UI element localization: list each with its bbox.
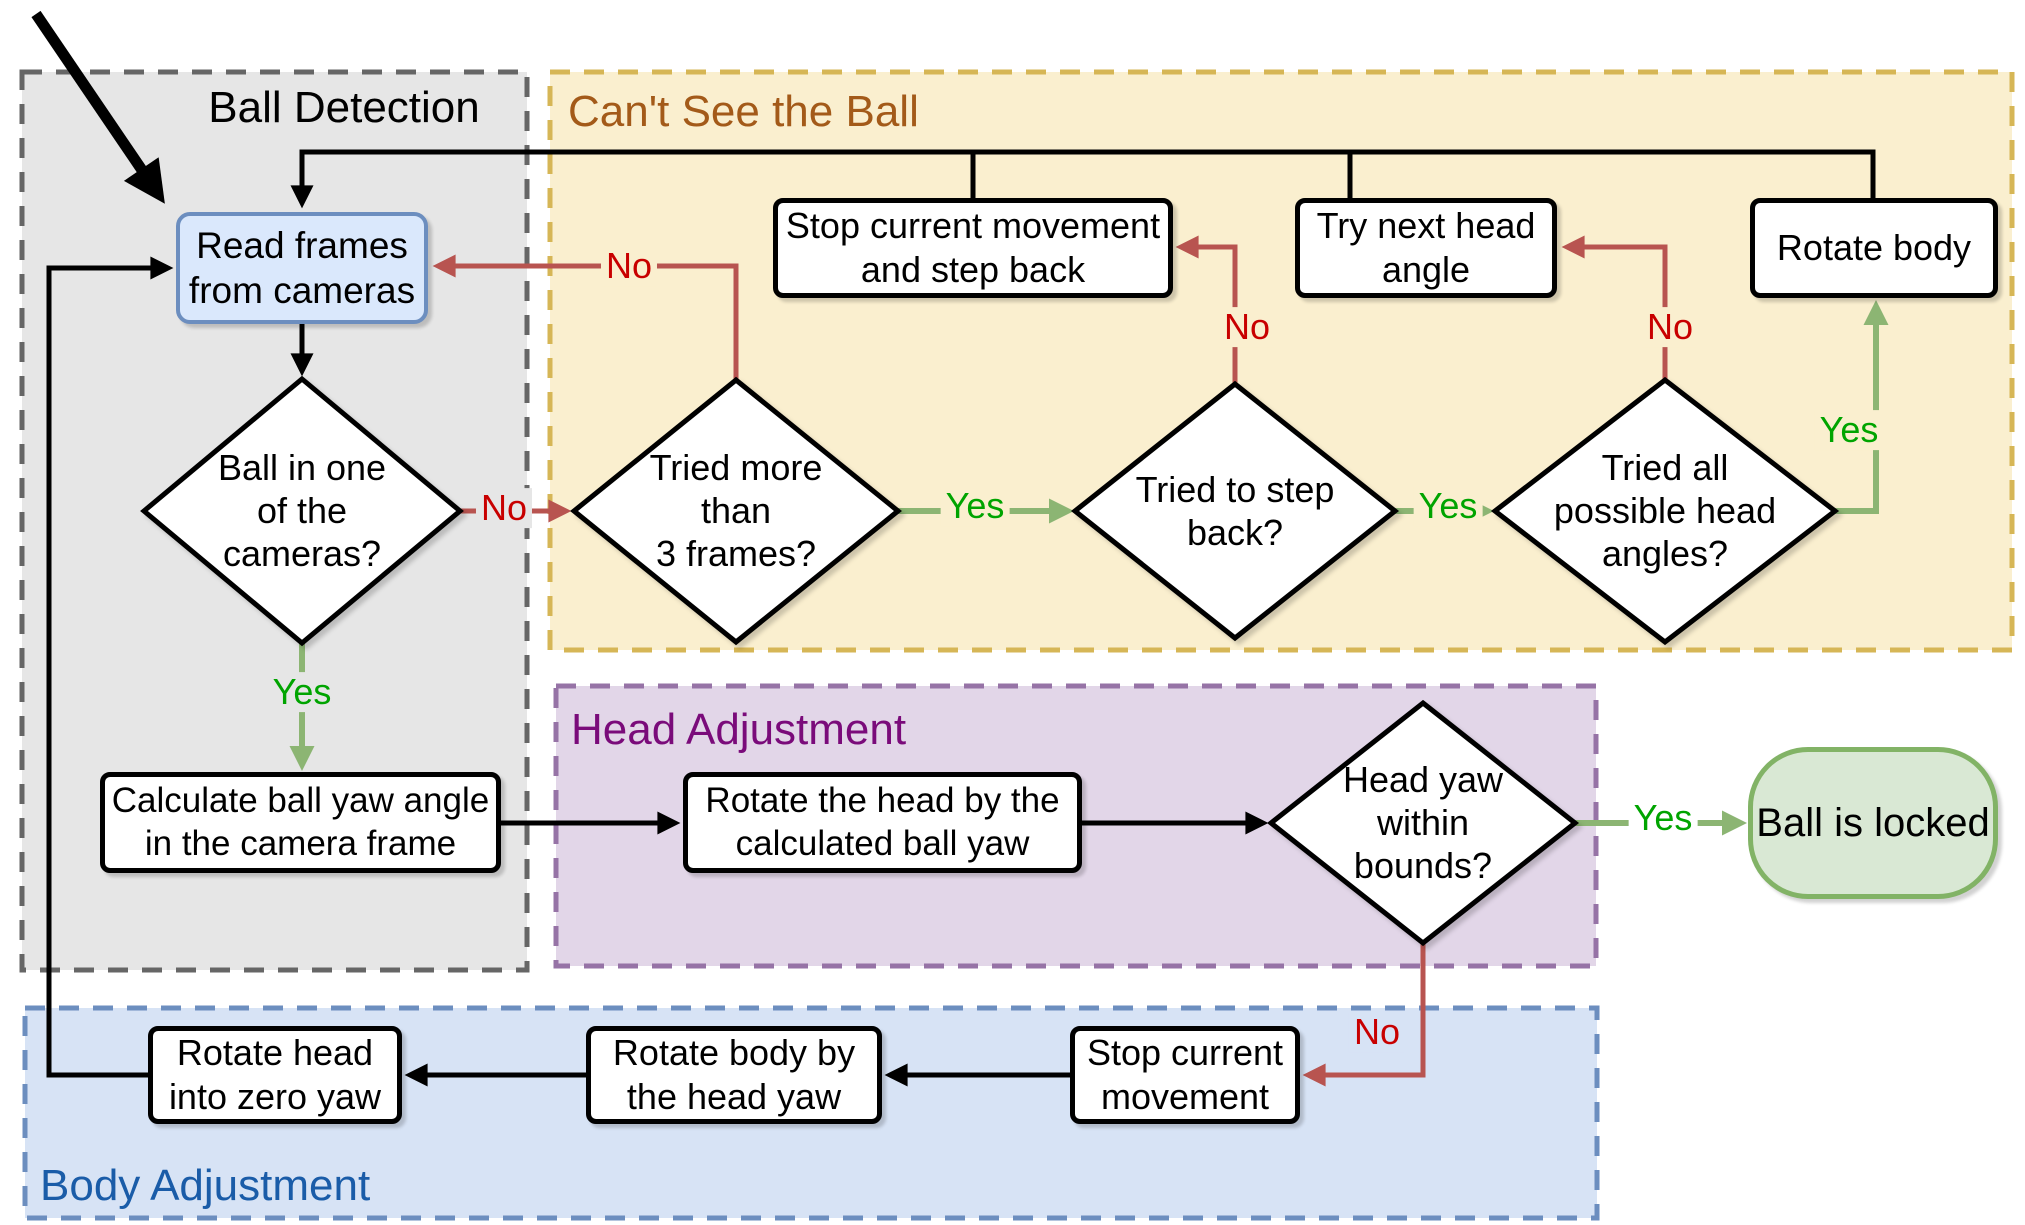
edge-start-entry	[31, 10, 165, 204]
label-yes-tried-all-angles: Yes	[1814, 410, 1884, 450]
decision-ball-in-cameras-label: Ball in one of the cameras?	[217, 447, 387, 575]
region-title-body-adjustment: Body Adjustment	[40, 1161, 371, 1210]
label-no-head-yaw-bounds: No	[1348, 1012, 1406, 1052]
node-calc-ball-yaw: Calculate ball yaw angle in the camera f…	[100, 772, 501, 873]
decision-head-yaw-bounds-label: Head yaw within bounds?	[1342, 759, 1504, 887]
node-stop-current: Stop current movement	[1070, 1026, 1300, 1124]
decision-tried-3-frames-label: Tried more than 3 frames?	[649, 447, 823, 575]
label-yes-ball-detected: Yes	[267, 672, 337, 712]
edge-no-bounds-to-stop-current	[1302, 943, 1426, 1087]
edge-yes-angles-to-rotate-body	[1835, 300, 1889, 514]
label-no-tried-3-frames: No	[600, 246, 658, 286]
node-rotate-head-by-yaw: Rotate the head by the calculated ball y…	[683, 772, 1082, 873]
label-yes-tried-3-frames: Yes	[940, 486, 1010, 526]
label-no-tried-all-angles: No	[1641, 307, 1699, 347]
edge-no-frames-to-read-frames	[432, 254, 739, 380]
decision-ball-in-cameras-shape	[140, 375, 464, 647]
node-rotate-body: Rotate body	[1750, 198, 1998, 298]
region-title-head-adjustment: Head Adjustment	[571, 705, 907, 754]
node-rotate-body-by-head: Rotate body by the head yaw	[586, 1026, 882, 1124]
label-no-tried-step-back: No	[1218, 307, 1276, 347]
node-stop-step-back: Stop current movement and step back	[773, 198, 1173, 298]
label-yes-head-yaw-bounds: Yes	[1628, 798, 1698, 838]
decision-tried-step-back-label: Tried to step back?	[1135, 468, 1335, 553]
region-title-ball-detection: Ball Detection	[208, 83, 480, 132]
region-title-cant-see-ball: Can't See the Ball	[568, 87, 919, 136]
decision-tried-all-angles-shape	[1490, 376, 1840, 646]
label-yes-tried-step-back: Yes	[1413, 486, 1483, 526]
node-rotate-head-zero: Rotate head into zero yaw	[148, 1026, 402, 1124]
decision-tried-all-angles-label: Tried all possible head angles?	[1553, 447, 1777, 575]
node-try-next-head: Try next head angle	[1295, 198, 1557, 298]
label-no-ball-detected: No	[475, 488, 533, 528]
decision-tried-step-back-shape	[1070, 380, 1400, 642]
decision-tried-3-frames-shape	[570, 376, 902, 646]
node-read-frames: Read frames from cameras	[176, 212, 428, 324]
edge-retry-to-read-frames	[302, 149, 1876, 198]
decision-head-yaw-bounds-shape	[1266, 699, 1580, 947]
node-ball-locked: Ball is locked	[1748, 747, 1998, 899]
edge-loop-back-to-read-frames	[46, 256, 174, 1078]
